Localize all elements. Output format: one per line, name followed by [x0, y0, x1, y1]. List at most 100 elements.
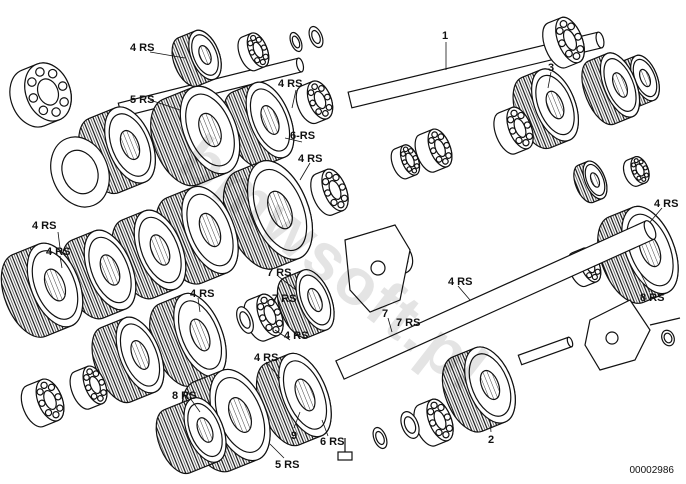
leader-line — [277, 275, 297, 291]
input-gear-root — [191, 34, 219, 76]
ball-bearing-left-roller — [27, 77, 37, 87]
ball-bearing-left-roller — [51, 107, 61, 117]
leader-line — [274, 329, 291, 341]
callout-label: 4 RS — [190, 288, 215, 300]
leader-line — [269, 443, 285, 459]
needle-bearing-center-bore — [328, 180, 342, 200]
bearing-sleeve-roller — [428, 137, 435, 144]
callout-label: 4 RS — [654, 198, 679, 210]
rear-gear-top-bore — [638, 68, 652, 88]
callout-label: 4 RS — [284, 330, 309, 342]
bearing-mid-top-roller — [325, 103, 333, 111]
washer-right-roller — [643, 172, 650, 178]
reverse-bracket-gear-bore — [307, 287, 323, 313]
bearing-sleeve-roller — [435, 155, 443, 163]
washer-right-bore — [635, 163, 645, 177]
snap-ring-low-inner — [375, 430, 385, 446]
counter-gear-8rs-root — [626, 213, 674, 287]
cover-plate-hole — [605, 331, 619, 345]
leader-line — [649, 207, 663, 223]
synchro-hub-low-root — [177, 300, 223, 370]
callout-label: 2 — [488, 434, 495, 446]
bearing-7rs-roller — [265, 323, 273, 332]
callout-label: 6-RS — [290, 130, 316, 142]
bearing-small-roller — [413, 163, 420, 169]
gear-low-left-root — [119, 323, 161, 387]
callout-label: 4 RS — [448, 276, 473, 288]
washer-right-roller — [638, 159, 644, 165]
bearing-8rs-roller — [586, 272, 593, 279]
needle-bearing-left-roller — [90, 392, 98, 400]
needle-bearing-right-roller — [522, 139, 530, 147]
snap-ring-top-inner — [291, 35, 301, 49]
washer-right-roller — [633, 158, 639, 164]
callout-label: 7 RS — [267, 267, 292, 279]
leader-line — [291, 89, 297, 109]
gear-left-large-bore — [43, 268, 67, 302]
bearing-7rs-roller — [275, 319, 284, 327]
shift-rod-end — [566, 336, 574, 348]
ball-bearing-low-roller — [36, 388, 44, 396]
gear-top-right-root — [603, 58, 637, 112]
needle-bearing-top-bore — [252, 41, 264, 59]
ball-bearing-low-roller — [40, 381, 48, 389]
bearing-mid-top-roller — [317, 85, 325, 92]
gear-6-root — [249, 88, 291, 152]
needle-bearing-center-roller — [337, 201, 345, 209]
bearing-small-roller — [407, 148, 414, 154]
ball-bearing-low-roller — [47, 383, 56, 392]
leader-line — [547, 71, 552, 89]
bearing-small-roller — [406, 166, 413, 172]
leader-line — [197, 297, 201, 313]
needle-bearing-low-roller — [430, 401, 438, 409]
bearing-mid-top-roller — [321, 109, 329, 117]
ball-bearing-left-roller — [47, 68, 58, 79]
needle-bearing-low-roller — [437, 403, 445, 412]
bolt-head — [337, 451, 353, 461]
callout-label: 8 RS — [640, 292, 665, 304]
bearing-7rs-roller — [267, 298, 275, 307]
gear-2-bore — [479, 369, 501, 401]
needle-bearing-top-roller — [254, 57, 261, 64]
gear-upper-left-root — [108, 113, 152, 177]
needle-bearing-low-roller — [435, 428, 443, 437]
callout-label: 4 RS — [254, 352, 279, 364]
callout-label: 7 RS — [272, 293, 297, 305]
bearing-7rs-roller — [256, 303, 265, 311]
bearing-mid-top-roller — [315, 108, 323, 115]
needle-bearing-center-roller — [325, 171, 333, 179]
synchro-ring-b-root — [138, 216, 182, 284]
callout-label: 5 RS — [130, 94, 155, 106]
needle-bearing-right-roller — [525, 132, 534, 140]
washer-top-inner — [311, 29, 321, 45]
callout-label: 1 — [442, 30, 449, 42]
needle-bearing-left-roller — [92, 370, 100, 378]
synchro-ring-a-bore — [198, 212, 222, 248]
gear-left-large-root — [31, 250, 79, 320]
bearing-8rs-roller — [591, 273, 598, 281]
needle-bearing-center-roller — [340, 194, 349, 202]
gear-low-left-bore — [130, 340, 150, 370]
leader-line — [489, 419, 492, 433]
gear-2-root — [468, 353, 512, 417]
leader-line — [293, 411, 301, 429]
needle-bearing-top-roller — [255, 36, 262, 43]
bearing-sleeve-roller — [431, 131, 439, 139]
input-gear-bore — [198, 45, 212, 65]
leader-line — [59, 255, 63, 269]
shift-rod — [517, 336, 573, 366]
leader-line — [149, 99, 181, 111]
needle-bearing-left-roller — [86, 368, 94, 376]
needle-bearing-right-roller — [515, 136, 523, 145]
leader-line — [387, 317, 393, 333]
leader-line — [149, 51, 186, 59]
needle-bearing-top-roller — [262, 53, 269, 60]
main-bearing-right-roller — [564, 49, 573, 58]
needle-bearing-right-roller — [517, 111, 525, 120]
gear-upper-left-bore — [119, 129, 141, 161]
document-number: 00002986 — [629, 465, 675, 476]
bearing-7rs-roller — [260, 296, 268, 304]
gear-3-root — [535, 74, 575, 136]
washer-right-roller — [641, 176, 647, 182]
needle-bearing-center-roller — [321, 178, 330, 186]
